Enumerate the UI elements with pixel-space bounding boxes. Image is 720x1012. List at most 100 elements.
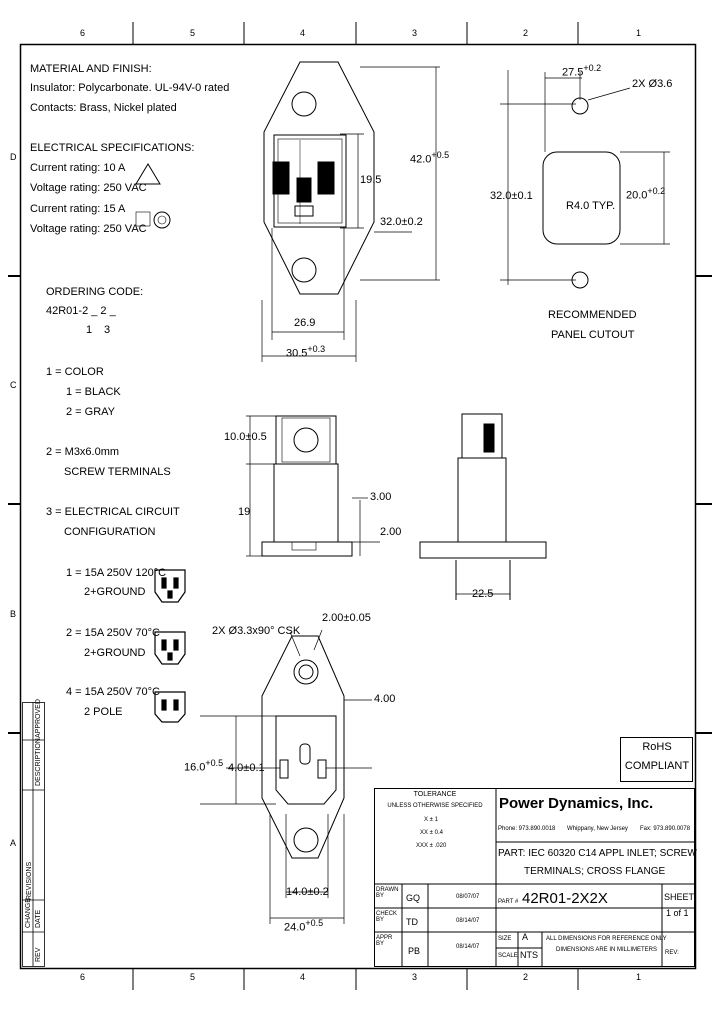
side-view (261, 415, 353, 557)
dim-20-tol: +0.2 (647, 186, 666, 196)
contacts-note: Contacts: Brass, Nickel plated (30, 102, 177, 114)
option-1-line-b: 2+GROUND (84, 586, 146, 598)
col-label-bottom-4: 4 (300, 972, 306, 982)
drawn-date: 08/07/07 (456, 894, 480, 900)
dim-2: 2.00 (380, 526, 402, 538)
col-label-bottom-6: 6 (80, 972, 86, 982)
c14-icon-2 (154, 631, 186, 665)
appr-date: 08/14/07 (456, 944, 480, 950)
dim-19-5: 19.5 (360, 174, 382, 186)
dim-16-tol: +0.5 (205, 758, 224, 768)
col-label-2: 2 (523, 28, 529, 38)
dim-30-5-tol: +0.3 (307, 344, 326, 354)
tolerance-x: X ± 1 (424, 817, 438, 823)
dim-2x-36: 2X Ø3.6 (632, 78, 673, 90)
col-label-bottom-2: 2 (523, 972, 529, 982)
tolerance-heading: TOLERANCE (413, 791, 457, 798)
col-label-5: 5 (190, 28, 196, 38)
appr-by-label: APPR BY (376, 935, 393, 947)
part-description-2: TERMINALS; CROSS FLANGE (524, 866, 666, 877)
color-heading: 1 = COLOR (46, 366, 104, 378)
dim-42-tol: +0.5 (431, 150, 450, 160)
tolerance-sub: UNLESS OTHERWISE SPECIFIED (387, 803, 483, 809)
dim-16-value: 16.0 (184, 761, 206, 774)
part-number-label: PART # (498, 899, 519, 905)
sheet-label: SHEET (664, 892, 695, 902)
csa-mark-icon (135, 163, 161, 185)
ordering-pos-3: 3 (104, 324, 111, 336)
cutout-label-1: RECOMMENDED (548, 309, 637, 321)
drawn-by-value: GQ (406, 893, 421, 903)
dim-14: 14.0±0.2 (286, 886, 329, 898)
option-2-line-b: 2+GROUND (84, 647, 146, 659)
option-2-line-a: 2 = 15A 250V 70°C (66, 627, 160, 639)
screw-option-2: SCREW TERMINALS (64, 466, 171, 478)
col-label-3: 3 (412, 28, 418, 38)
front-view-top (263, 61, 375, 295)
insulator-note: Insulator: Polycarbonate. UL-94V-0 rated (30, 82, 230, 94)
col-label-bottom-5: 5 (190, 972, 196, 982)
dim-26-9: 26.9 (294, 317, 316, 329)
border-frame (19, 43, 697, 970)
screw-option-1: 2 = M3x6.0mm (46, 446, 120, 458)
company-phone: Phone: 973.890.0018 (498, 826, 556, 832)
dim-20: 20.0+0.2 (626, 186, 665, 202)
appr-by-value: PB (408, 946, 421, 956)
dim-3: 3.00 (370, 491, 392, 503)
option-4-line-b: 2 POLE (84, 706, 123, 718)
dim-4-01: 4.0±0.1 (228, 762, 265, 774)
check-by-label: CHECK BY (376, 911, 398, 923)
ordering-heading: ORDERING CODE: (46, 286, 144, 298)
rev-approved: APPROVED (35, 699, 42, 738)
front-view-bottom (261, 635, 345, 859)
electrical-heading: ELECTRICAL SPECIFICATIONS: (30, 142, 195, 154)
dim-30-5-value: 30.5 (286, 347, 308, 360)
ordering-pos-1: 1 (86, 324, 93, 336)
dim-16: 16.0+0.5 (184, 758, 223, 774)
col-label-1: 1 (636, 28, 642, 38)
current-rating-1: Current rating: 10 A (30, 162, 126, 174)
rev-rev: REV (35, 947, 42, 962)
dim-22-5: 22.5 (472, 588, 494, 600)
circuit-heading-1: 3 = ELECTRICAL CIRCUIT (46, 506, 180, 518)
rev-field-label: REV: (665, 950, 679, 956)
rev-date: DATE (35, 909, 42, 928)
dim-32-01: 32.0±0.1 (490, 190, 533, 202)
check-date: 08/14/07 (456, 918, 480, 924)
tolerance-xxx: XXX ± .020 (416, 843, 447, 849)
voltage-rating-2: Voltage rating: 250 VAC (30, 223, 147, 235)
dim-27-5: 27.5+0.2 (562, 63, 601, 79)
end-view (419, 413, 547, 600)
rev-change: CHANGE (25, 898, 32, 928)
rev-description: DESCRIPTION (35, 738, 42, 786)
col-label-bottom-3: 3 (412, 972, 418, 982)
color-gray: 2 = GRAY (66, 406, 116, 418)
color-black: 1 = BLACK (66, 386, 121, 398)
dim-19: 19 (238, 506, 251, 518)
circuit-heading-2: CONFIGURATION (64, 526, 156, 538)
voltage-rating-1: Voltage rating: 250 VAC (30, 182, 147, 194)
row-label-b: B (10, 609, 17, 619)
dim-32: 32.0±0.2 (380, 216, 423, 228)
c14-icon-1 (154, 569, 186, 603)
c18-icon (154, 691, 186, 723)
dim-4: 4.00 (374, 693, 396, 705)
option-1-line-a: 1 = 15A 250V 120°C (66, 567, 167, 579)
option-4-line-a: 4 = 15A 250V 70°C (66, 686, 160, 698)
ordering-code: 42R01-2 _ 2 _ (46, 305, 116, 317)
dim-10: 10.0±0.5 (224, 431, 267, 443)
reference-note-1: ALL DIMENSIONS FOR REFERENCE ONLY (546, 936, 667, 942)
row-label-c: C (10, 380, 17, 390)
row-label-a: A (10, 838, 17, 848)
dim-42: 42.0+0.5 (410, 150, 449, 166)
dim-24: 24.0+0.5 (284, 918, 323, 934)
dim-42-value: 42.0 (410, 153, 432, 166)
company-fax: Fax: 973.890.0078 (640, 826, 691, 832)
check-by-value: TD (406, 917, 418, 927)
col-label-bottom-1: 1 (636, 972, 642, 982)
col-label-4: 4 (300, 28, 306, 38)
tolerance-xx: XX ± 0.4 (420, 830, 443, 836)
dim-2-005: 2.00±0.05 (322, 612, 371, 624)
